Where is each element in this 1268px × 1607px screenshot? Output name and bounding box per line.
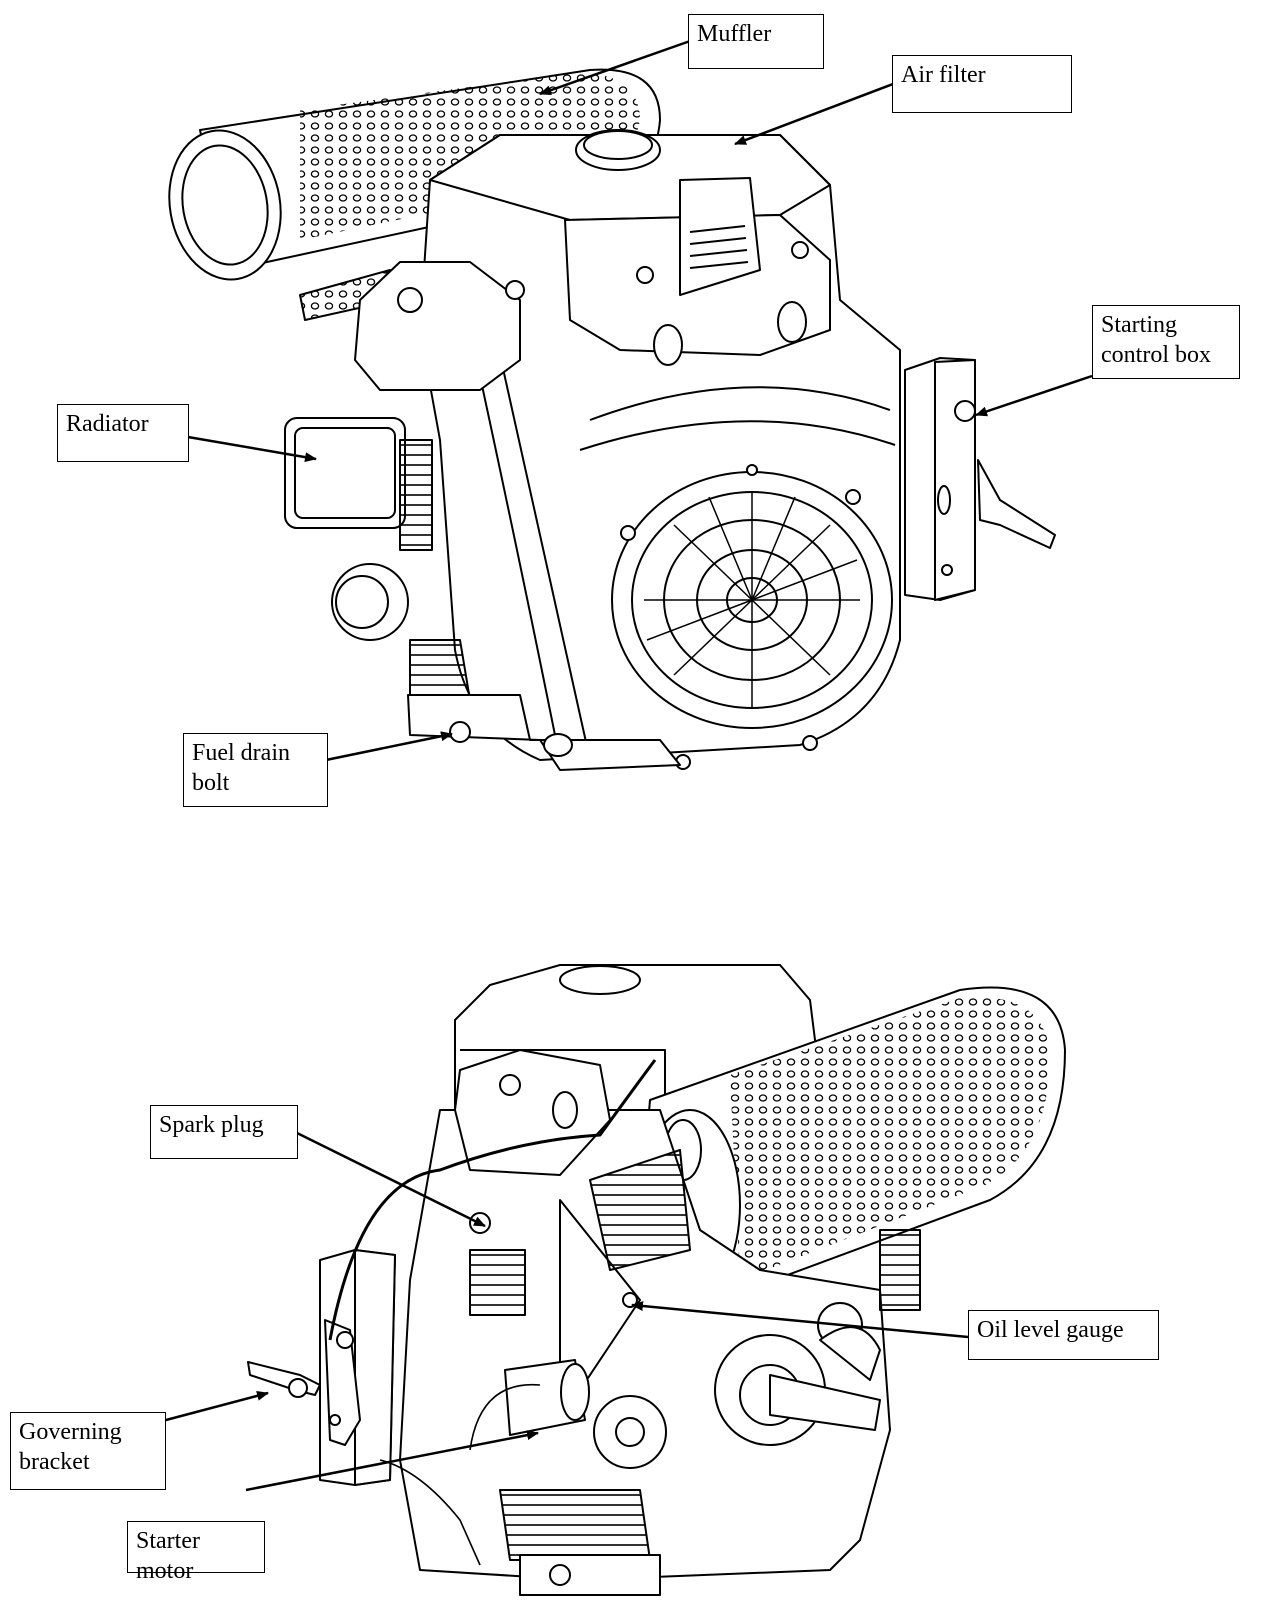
label-starter-motor: Starter motor (127, 1521, 265, 1584)
label-fuel-drain-bolt-text: Fuel drain bolt (192, 740, 290, 796)
leader-spark-plug (296, 1131, 486, 1228)
label-spark-plug: Spark plug (150, 1105, 298, 1159)
leader-oil-level-gauge (631, 1301, 969, 1339)
leader-starting-control-box (975, 374, 1093, 417)
leader-radiator (187, 435, 317, 463)
leader-starter-motor (245, 1430, 539, 1492)
label-muffler-text: Muffler (697, 21, 772, 47)
valve-cover (354, 261, 521, 391)
label-starter-motor-text: Starter motor (136, 1528, 200, 1584)
label-fuel-drain-bolt: Fuel drain bolt (183, 733, 328, 807)
control-box-part (904, 357, 1056, 601)
label-muffler: Muffler (688, 14, 824, 69)
label-spark-plug-text: Spark plug (159, 1112, 264, 1138)
label-oil-level-gauge-text: Oil level gauge (977, 1317, 1124, 1343)
leader-fuel-drain-bolt (325, 731, 453, 762)
control-box-part-bottom (319, 1249, 396, 1486)
bottom-engine-drawing (247, 964, 1066, 1596)
label-oil-level-gauge: Oil level gauge (968, 1310, 1159, 1360)
label-radiator: Radiator (57, 404, 189, 462)
fan-guard (611, 464, 893, 770)
top-engine-drawing (168, 68, 1056, 771)
label-governing-bracket: Governing bracket (10, 1412, 166, 1490)
leader-air-filter (734, 82, 894, 146)
label-air-filter-text: Air filter (901, 62, 986, 88)
label-governing-bracket-text: Governing bracket (19, 1419, 122, 1475)
label-starting-control-box: Starting control box (1092, 305, 1240, 379)
governing-lever (247, 1361, 321, 1396)
label-air-filter: Air filter (892, 55, 1072, 113)
label-starting-control-box-text: Starting control box (1101, 312, 1211, 368)
radiator-part (284, 417, 433, 551)
label-radiator-text: Radiator (66, 411, 149, 437)
starter-motor-part (504, 1359, 667, 1469)
leader-muffler (539, 38, 694, 96)
